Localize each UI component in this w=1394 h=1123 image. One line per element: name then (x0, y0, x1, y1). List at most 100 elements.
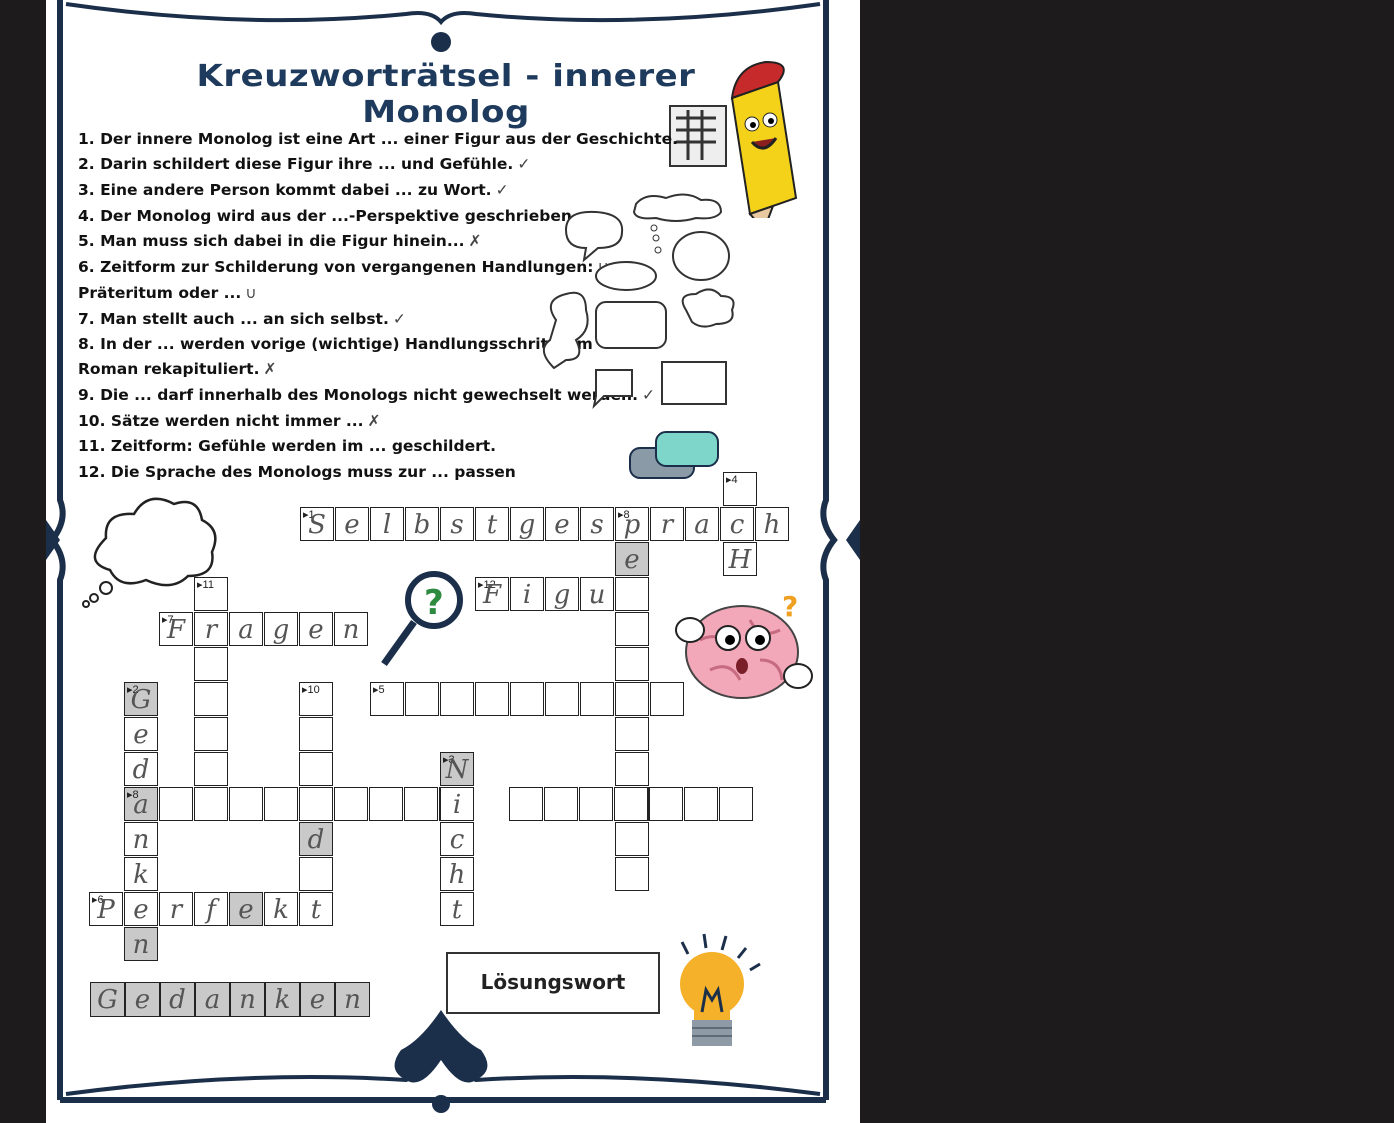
crossword-cell[interactable] (404, 787, 438, 821)
solution-cell[interactable]: e (300, 982, 335, 1017)
crossword-cell[interactable] (580, 682, 614, 716)
crossword-cell[interactable]: e (545, 507, 579, 541)
solution-cell[interactable]: k (265, 982, 300, 1017)
crossword-cell[interactable] (650, 682, 684, 716)
solution-cell[interactable]: n (335, 982, 370, 1017)
crossword-cell[interactable]: n (124, 927, 158, 961)
crossword-cell[interactable] (299, 787, 333, 821)
crossword-cell[interactable] (194, 752, 228, 786)
crossword-cell[interactable]: i (510, 577, 544, 611)
crossword-cell[interactable]: t (475, 507, 509, 541)
crossword-cell[interactable]: e (335, 507, 369, 541)
crossword-cell[interactable] (159, 787, 193, 821)
crossword-cell[interactable]: r (194, 612, 228, 646)
solution-cell[interactable]: G (90, 982, 125, 1017)
crossword-cell[interactable]: k (124, 857, 158, 891)
crossword-cell[interactable]: g (545, 577, 579, 611)
crossword-cell[interactable]: g (510, 507, 544, 541)
crossword-cell[interactable]: b (405, 507, 439, 541)
cell-letter: H (728, 545, 752, 575)
crossword-cell[interactable] (615, 717, 649, 751)
crossword-cell[interactable]: ▸4 (723, 472, 757, 506)
crossword-cell[interactable]: e (299, 612, 333, 646)
crossword-cell[interactable]: h (755, 507, 789, 541)
solution-cell[interactable]: e (125, 982, 160, 1017)
crossword-cell[interactable] (194, 682, 228, 716)
crossword-cell[interactable] (299, 717, 333, 751)
crossword-cell[interactable]: i (440, 787, 474, 821)
solution-cell[interactable]: n (230, 982, 265, 1017)
crossword-cell[interactable] (369, 787, 403, 821)
crossword-cell[interactable] (194, 787, 228, 821)
crossword-cell[interactable] (719, 787, 753, 821)
crossword-cell[interactable]: f (194, 892, 228, 926)
crossword-cell[interactable] (615, 612, 649, 646)
crossword-cell[interactable]: ▸11 (194, 577, 228, 611)
solution-cell[interactable]: d (160, 982, 195, 1017)
crossword-cell[interactable] (440, 682, 474, 716)
crossword-cell[interactable]: g (264, 612, 298, 646)
crossword-cell[interactable]: d (124, 752, 158, 786)
crossword-cell[interactable] (194, 647, 228, 681)
crossword-cell[interactable]: r (159, 892, 193, 926)
crossword-cell[interactable]: t (299, 892, 333, 926)
crossword-cell[interactable] (615, 682, 649, 716)
crossword-cell[interactable]: r (650, 507, 684, 541)
crossword-cell[interactable] (405, 682, 439, 716)
crossword-cell[interactable]: H (723, 542, 757, 576)
crossword-cell[interactable]: ▸10 (299, 682, 333, 716)
crossword-cell[interactable]: s (440, 507, 474, 541)
crossword-cell[interactable] (615, 822, 649, 856)
crossword-cell[interactable]: u (580, 577, 614, 611)
crossword-cell[interactable]: k (264, 892, 298, 926)
crossword-cell[interactable] (545, 682, 579, 716)
crossword-cell[interactable]: n (124, 822, 158, 856)
crossword-cell[interactable]: e (124, 892, 158, 926)
crossword-cell[interactable] (334, 787, 368, 821)
solution-cell[interactable]: a (195, 982, 230, 1017)
crossword-cell[interactable] (194, 717, 228, 751)
crossword-cell[interactable] (475, 682, 509, 716)
crossword-cell[interactable]: a (685, 507, 719, 541)
crossword-cell[interactable] (615, 857, 649, 891)
crossword-cell[interactable] (509, 787, 543, 821)
crossword-cell[interactable] (615, 577, 649, 611)
clue-text: 5. Man muss sich dabei in die Figur hine… (78, 232, 465, 250)
crossword-cell[interactable] (299, 752, 333, 786)
crossword-cell[interactable] (510, 682, 544, 716)
crossword-cell[interactable]: h (440, 857, 474, 891)
crossword-cell[interactable]: s (580, 507, 614, 541)
crossword-cell[interactable]: t (440, 892, 474, 926)
crossword-cell[interactable]: d (299, 822, 333, 856)
crossword-cell[interactable] (229, 787, 263, 821)
crossword-cell[interactable] (615, 647, 649, 681)
clue-5: 5. Man muss sich dabei in die Figur hine… (78, 232, 482, 250)
crossword-cell[interactable]: c (440, 822, 474, 856)
crossword-cell[interactable] (299, 857, 333, 891)
crossword-cell[interactable]: l (370, 507, 404, 541)
crossword-cell[interactable]: e (229, 892, 263, 926)
crossword-cell[interactable]: e (124, 717, 158, 751)
crossword-cell[interactable] (615, 752, 649, 786)
crossword-cell[interactable] (544, 787, 578, 821)
crossword-cell[interactable]: ▸5 (370, 682, 404, 716)
crossword-cell[interactable] (684, 787, 718, 821)
crossword-cell[interactable] (614, 787, 648, 821)
cell-letter: S (308, 510, 326, 540)
crossword-cell[interactable] (579, 787, 613, 821)
crossword-cell[interactable] (264, 787, 298, 821)
crossword-cell[interactable]: e (615, 542, 649, 576)
clue-7: Präteritum oder ...∪ (78, 284, 257, 302)
crossword-cell[interactable]: c (720, 507, 754, 541)
crossword-cell[interactable] (649, 787, 683, 821)
crossword-cell[interactable]: a (229, 612, 263, 646)
crossword-cell[interactable]: n (334, 612, 368, 646)
